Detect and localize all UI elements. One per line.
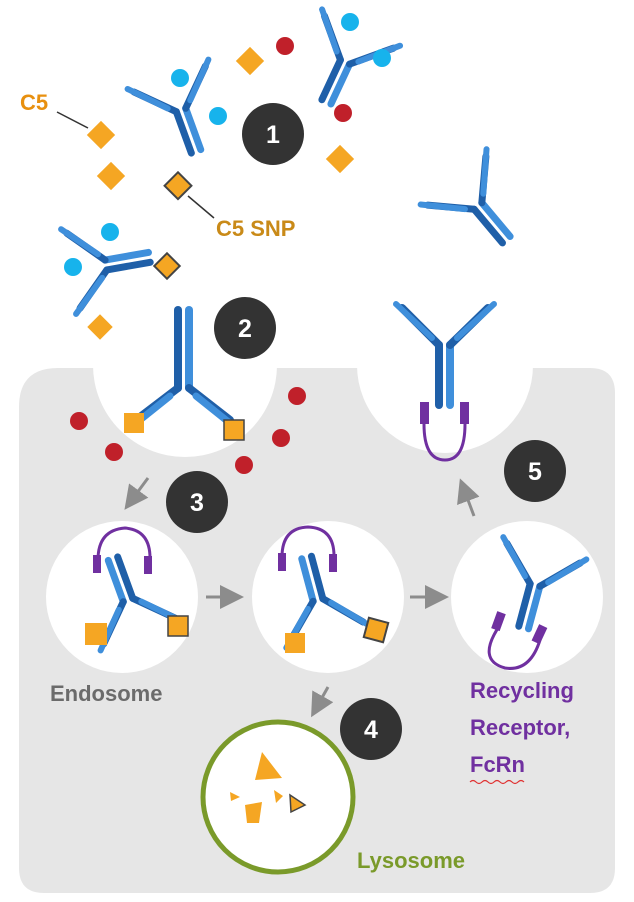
c5-fragment <box>230 792 240 801</box>
step-2-marker: 2 <box>214 297 276 359</box>
lysosome-label: Lysosome <box>357 848 465 873</box>
c5-fragment <box>245 802 262 823</box>
c5-snp-label: C5 SNP <box>216 216 295 241</box>
c5-bound <box>87 314 113 340</box>
arrow-pit-to-endosome <box>124 477 150 510</box>
positive-charge-icon <box>341 13 359 31</box>
c5-pointer <box>56 111 89 129</box>
step-4-marker: 4 <box>340 698 402 760</box>
antibody-released <box>421 149 540 267</box>
fcrn-stub <box>93 555 101 573</box>
positive-charge-icon <box>64 258 82 276</box>
negative-charge-icon <box>105 443 123 461</box>
recycling-receptor-label-line3: FcRn <box>470 752 525 777</box>
negative-charge-icon <box>235 456 253 474</box>
fcrn-stub <box>329 554 337 572</box>
negative-charge-icon <box>272 429 290 447</box>
endosome-2 <box>252 521 404 673</box>
c5-bound <box>223 419 245 441</box>
fcrn-receptor <box>96 526 152 561</box>
recycling-receptor-label-line2: Receptor, <box>470 715 570 740</box>
c5-snp-bound <box>163 170 193 201</box>
c5-free <box>325 144 355 174</box>
fcrn-receptor <box>422 423 467 462</box>
endosome-label: Endosome <box>50 681 162 706</box>
c5-released <box>285 633 305 653</box>
spellcheck-underline <box>469 779 525 785</box>
positive-charge-icon <box>171 69 189 87</box>
c5-label: C5 <box>20 90 48 115</box>
fcrn-receptor <box>487 624 542 670</box>
svg-text:1: 1 <box>266 121 280 149</box>
negative-charge-icon <box>70 412 88 430</box>
svg-text:5: 5 <box>528 458 542 486</box>
negative-charge-icon <box>334 104 352 122</box>
svg-text:4: 4 <box>364 716 378 744</box>
c5-free <box>235 46 265 76</box>
svg-text:2: 2 <box>238 315 252 343</box>
c5-fragment <box>289 793 307 814</box>
antibody-recycled <box>393 301 497 409</box>
fcrn-stub <box>420 402 429 424</box>
c5-free <box>86 120 116 150</box>
negative-charge-icon <box>288 387 306 405</box>
c5-bound <box>124 413 144 433</box>
c5-fragment <box>274 790 283 803</box>
arrow-recycle-to-surface <box>457 478 480 517</box>
c5-free <box>96 161 126 191</box>
fcrn-stub <box>531 624 548 645</box>
c5-bound <box>85 623 107 645</box>
exocytosis-pit <box>357 277 533 453</box>
positive-charge-icon <box>373 49 391 67</box>
step-3-marker: 3 <box>166 471 228 533</box>
fcrn-stub <box>460 402 469 424</box>
recycling-receptor-label-line1: Recycling <box>470 678 574 703</box>
svg-text:3: 3 <box>190 489 204 517</box>
c5-fragment <box>255 752 282 780</box>
c5-snp-bound <box>152 251 182 281</box>
fcrn-receptor <box>280 525 336 558</box>
negative-charge-icon <box>276 37 294 55</box>
c5-bound <box>167 615 189 637</box>
positive-charge-icon <box>209 107 227 125</box>
arrow-endosome-to-lysosome <box>311 686 334 718</box>
c5-snp-pointer <box>187 195 215 219</box>
fcrn-stub <box>144 556 152 574</box>
positive-charge-icon <box>101 223 119 241</box>
fcrn-stub <box>278 553 286 571</box>
c5-snp-released <box>362 616 390 644</box>
step-1-marker: 1 <box>242 103 304 165</box>
fcrn-stub <box>491 611 506 632</box>
step-5-marker: 5 <box>504 440 566 502</box>
